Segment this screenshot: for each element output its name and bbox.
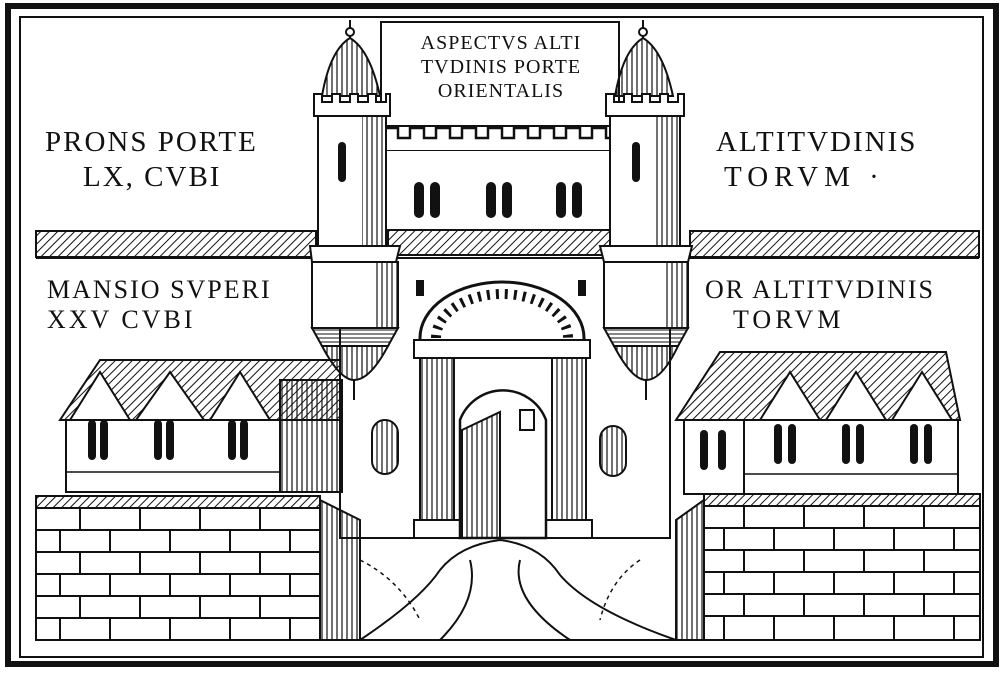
right-brick-wall	[675, 493, 981, 641]
label-line: ASPECTVS ALTI	[420, 32, 582, 54]
label-line: XXV CVBI	[47, 305, 196, 334]
label-line: TORVM ·	[724, 161, 885, 193]
roof-band	[35, 228, 980, 259]
left-brick-wall	[35, 495, 361, 641]
label-mansio-superi: MANSIO SVPERI XXV CVBI	[47, 277, 272, 333]
label-altitudinis-torum: ALTITVDINIS TORVM ·	[716, 128, 917, 192]
label-or-altitudinis-torum: OR ALTITVDINIS TORVM	[705, 277, 935, 333]
label-aspectus-altitudinis-porte-orientalis: ASPECTVS ALTI TVDINIS PORTE ORIENTALIS	[385, 33, 617, 105]
label-line: TVDINIS PORTE	[420, 56, 582, 78]
right-tower	[598, 20, 694, 400]
left-tower	[308, 20, 402, 400]
label-line: TORVM	[733, 305, 845, 334]
left-houses	[58, 359, 343, 493]
outer-border	[5, 3, 999, 667]
label-line: ORIENTALIS	[437, 80, 565, 102]
label-line: LX, CVBI	[83, 161, 222, 193]
arched-gate	[371, 280, 627, 540]
inner-border	[19, 16, 984, 658]
road	[356, 538, 677, 641]
label-line: PRONS PORTE	[45, 126, 258, 158]
label-line: OR ALTITVDINIS	[705, 275, 935, 304]
label-line: MANSIO SVPERI	[47, 275, 272, 304]
right-houses	[674, 351, 962, 495]
label-line: ALTITVDINIS	[716, 126, 918, 158]
label-prons-porte: PRONS PORTE LX, CVBI	[45, 128, 258, 192]
